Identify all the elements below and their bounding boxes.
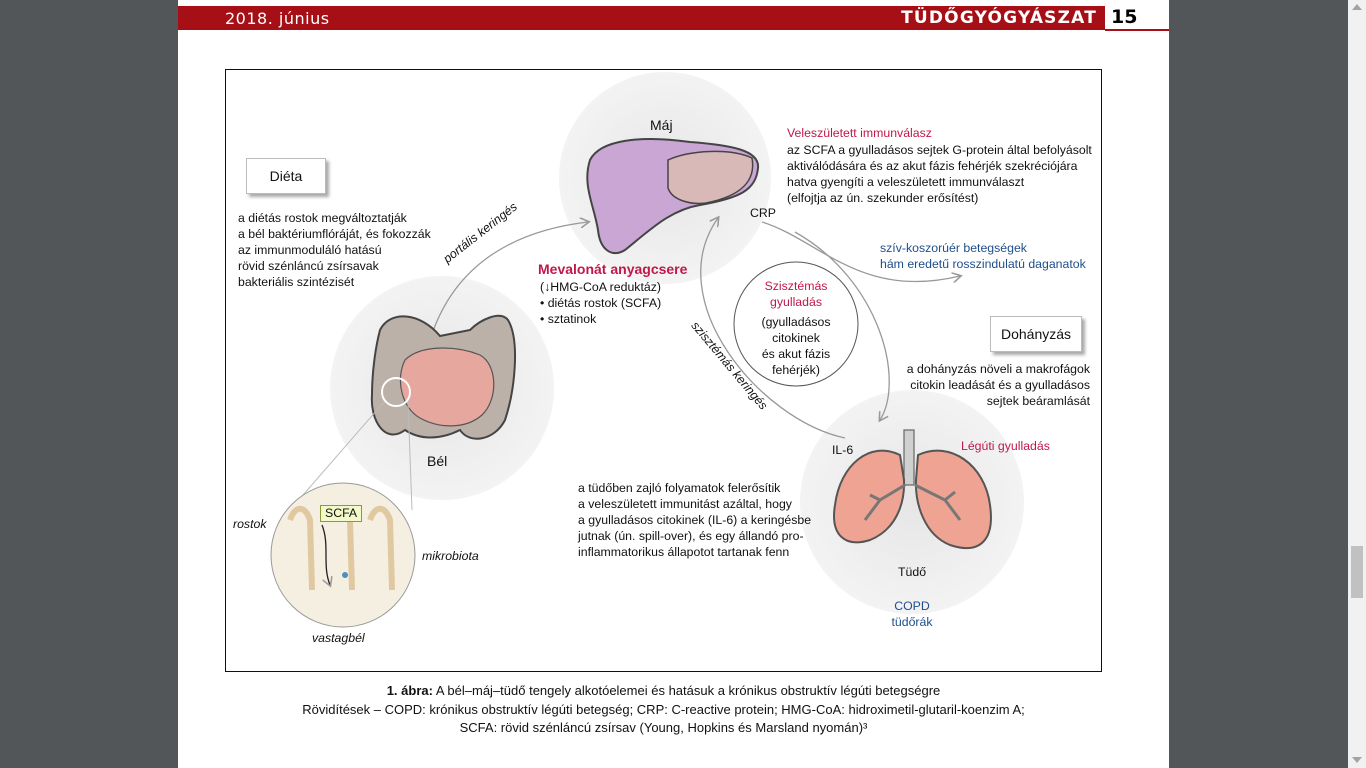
figure-abbreviations-line2: SCFA: rövid szénláncú zsírsav (Young, Ho… [459,720,868,735]
cardio-outcome-line: hám eredetű rosszindulatú daganatok [880,257,1086,271]
smoking-text-line: sejtek beáramlását [986,394,1090,408]
figure-frame [225,69,1102,672]
section-title: TÜDŐGYÓGYÁSZAT [901,8,1097,28]
copd-label: COPD [894,599,930,613]
innate-immunity-line: (elfojtja az ún. szekunder erősítést) [787,191,979,205]
systemic-inflammation-line: és akut fázis [761,347,831,361]
crp-to-lung-arrow [794,231,890,420]
lung-process-line: a gyulladásos citokinek (IL-6) a keringé… [578,513,812,527]
figure-caption-title: 1. ábra: A bél–máj–tüdő tengely alkotóel… [225,683,1102,698]
figure-abbreviations-line1: Rövidítések – COPD: krónikus obstruktív … [225,702,1102,717]
innate-immunity-line: hatva gyengíti a veleszületett immunvála… [787,175,1025,189]
lung-process-line: a tüdőben zajló folyamatok felerősítik [578,481,781,495]
lung-halo [800,390,1024,614]
innate-immunity-line: az SCFA a gyulladásos sejtek G-protein á… [787,143,1092,157]
header-rule [1105,29,1169,31]
scfa-tag: SCFA [320,505,363,522]
liver-illustration [586,138,760,255]
crp-label: CRP [750,206,776,220]
scroll-down-arrow-icon[interactable] [1352,757,1362,763]
abbreviations-text: COPD: krónikus obstruktív légúti betegsé… [384,702,1025,717]
systemic-inflammation-title: Szisztémás [764,279,828,293]
fiber-label: rostok [233,517,267,531]
lung-label: Tüdő [898,565,927,579]
diet-text-line: a diétás rostok megváltoztatják [238,211,407,225]
vertical-scrollbar[interactable] [1348,0,1366,768]
scroll-up-arrow-icon[interactable] [1352,4,1362,10]
systemic-inflammation-line: citokinek [772,331,820,345]
header-bar [178,6,1105,30]
smoking-text-line: citokin leadását és a gyulladásos [910,378,1090,392]
airway-inflammation-label: Légúti gyulladás [961,439,1050,453]
lung-process-line: a veleszületett immunitást azáltal, hogy [578,497,792,511]
diet-box: Diéta [246,158,326,194]
portal-circulation-arrow [429,222,588,341]
page-number: 15 [1111,6,1138,28]
scrollbar-thumb[interactable] [1351,546,1363,598]
innate-immunity-line: aktiválódására és az akut fázis fehérjék… [787,159,1078,173]
smoking-text-line: a dohányzás növeli a makrofágok [906,362,1090,376]
smoking-box: Dohányzás [990,316,1082,352]
zoom-line-left [289,401,385,511]
systemic-circulation-arrow [700,218,846,439]
systemic-inflammation-circle [733,261,859,387]
gut-illustration [370,314,516,440]
diet-text-line: a bél baktériumflóráját, és fokozzák [238,227,431,241]
zoom-line-right [407,401,413,511]
systemic-inflammation-line: (gyulladásos [761,315,831,329]
crp-to-cardio-arrow [761,221,960,282]
gut-label: Bél [427,453,448,469]
mevalonate-line: • sztatinok [540,312,597,326]
innate-immunity-title: Veleszületett immunválasz [787,126,932,140]
abbreviations-label: Rövidítések – [302,702,381,717]
header-date: 2018. június [225,9,330,28]
colon-label: vastagbél [312,631,365,645]
lung-process-line: jutnak (ún. spill-over), és egy állandó … [578,529,804,543]
figure-number: 1. ábra: [386,683,433,698]
microbiota-label: mikrobiota [422,549,479,563]
diet-text-line: bakteriális szintézisét [238,275,355,289]
mevalonate-line: (↓HMG-CoA reduktáz) [540,280,661,294]
systemic-inflammation-title: gyulladás [770,295,822,309]
lung-cancer-label: tüdőrák [891,615,933,629]
il6-label: IL-6 [832,443,854,457]
systemic-inflammation-line: fehérjék) [772,363,820,377]
lung-process-line: inflammatorikus állapotot tartanak fenn [578,545,790,559]
mevalonate-title: Mevalonát anyagcsere [538,261,688,277]
mevalonate-line: • diétás rostok (SCFA) [540,296,662,310]
diet-text-line: az immunmoduláló hatású [238,243,382,257]
cardio-outcome-line: szív-koszorúér betegségek [880,241,1027,255]
lung-illustration [833,429,992,550]
figure-caption-text: A bél–máj–tüdő tengely alkotóelemei és h… [435,683,941,698]
liver-label: Máj [650,117,673,133]
diet-text-line: rövid szénláncú zsírsavak [238,259,379,273]
